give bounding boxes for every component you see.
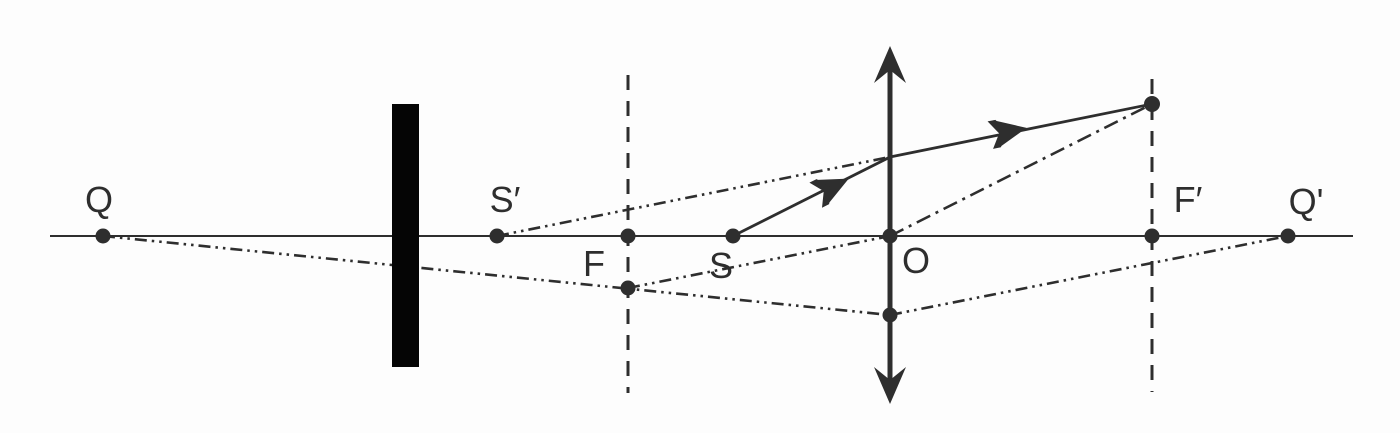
point-f-plane-aux-dot <box>620 280 636 296</box>
label-s: S <box>709 245 733 286</box>
point-image-dot <box>1144 96 1160 112</box>
point-lens-aux-dot <box>882 307 898 323</box>
point-s-prime-dot <box>489 228 505 244</box>
point-f-prime-dot <box>1144 228 1160 244</box>
point-s-dot <box>725 228 741 244</box>
barrier-bar <box>392 104 419 367</box>
lens-arrowhead-top-icon <box>874 46 906 83</box>
label-o: O <box>902 240 930 281</box>
label-s-prime: S′ <box>490 179 521 220</box>
label-q-prime: Q' <box>1289 181 1324 222</box>
ray-q-incident <box>102 234 891 317</box>
arrowhead-refracted-icon <box>987 119 1027 149</box>
label-f: F <box>583 243 605 284</box>
label-q: Q <box>85 179 113 220</box>
arrowhead-incident-icon <box>809 178 849 208</box>
ray-q-refracted <box>889 234 1289 317</box>
point-f-dot <box>620 228 636 244</box>
aux-line-o-to-image-point <box>889 102 1153 238</box>
aux-line-f-plane-to-o <box>627 234 891 290</box>
ray-s-incident <box>732 155 891 238</box>
lens-arrowhead-bottom-icon <box>874 367 906 404</box>
point-q-prime-dot <box>1280 228 1296 244</box>
label-f-prime: F′ <box>1174 179 1203 220</box>
ray-s-prime-extension <box>496 155 891 238</box>
point-q-dot <box>95 228 111 244</box>
point-o-dot <box>882 228 898 244</box>
